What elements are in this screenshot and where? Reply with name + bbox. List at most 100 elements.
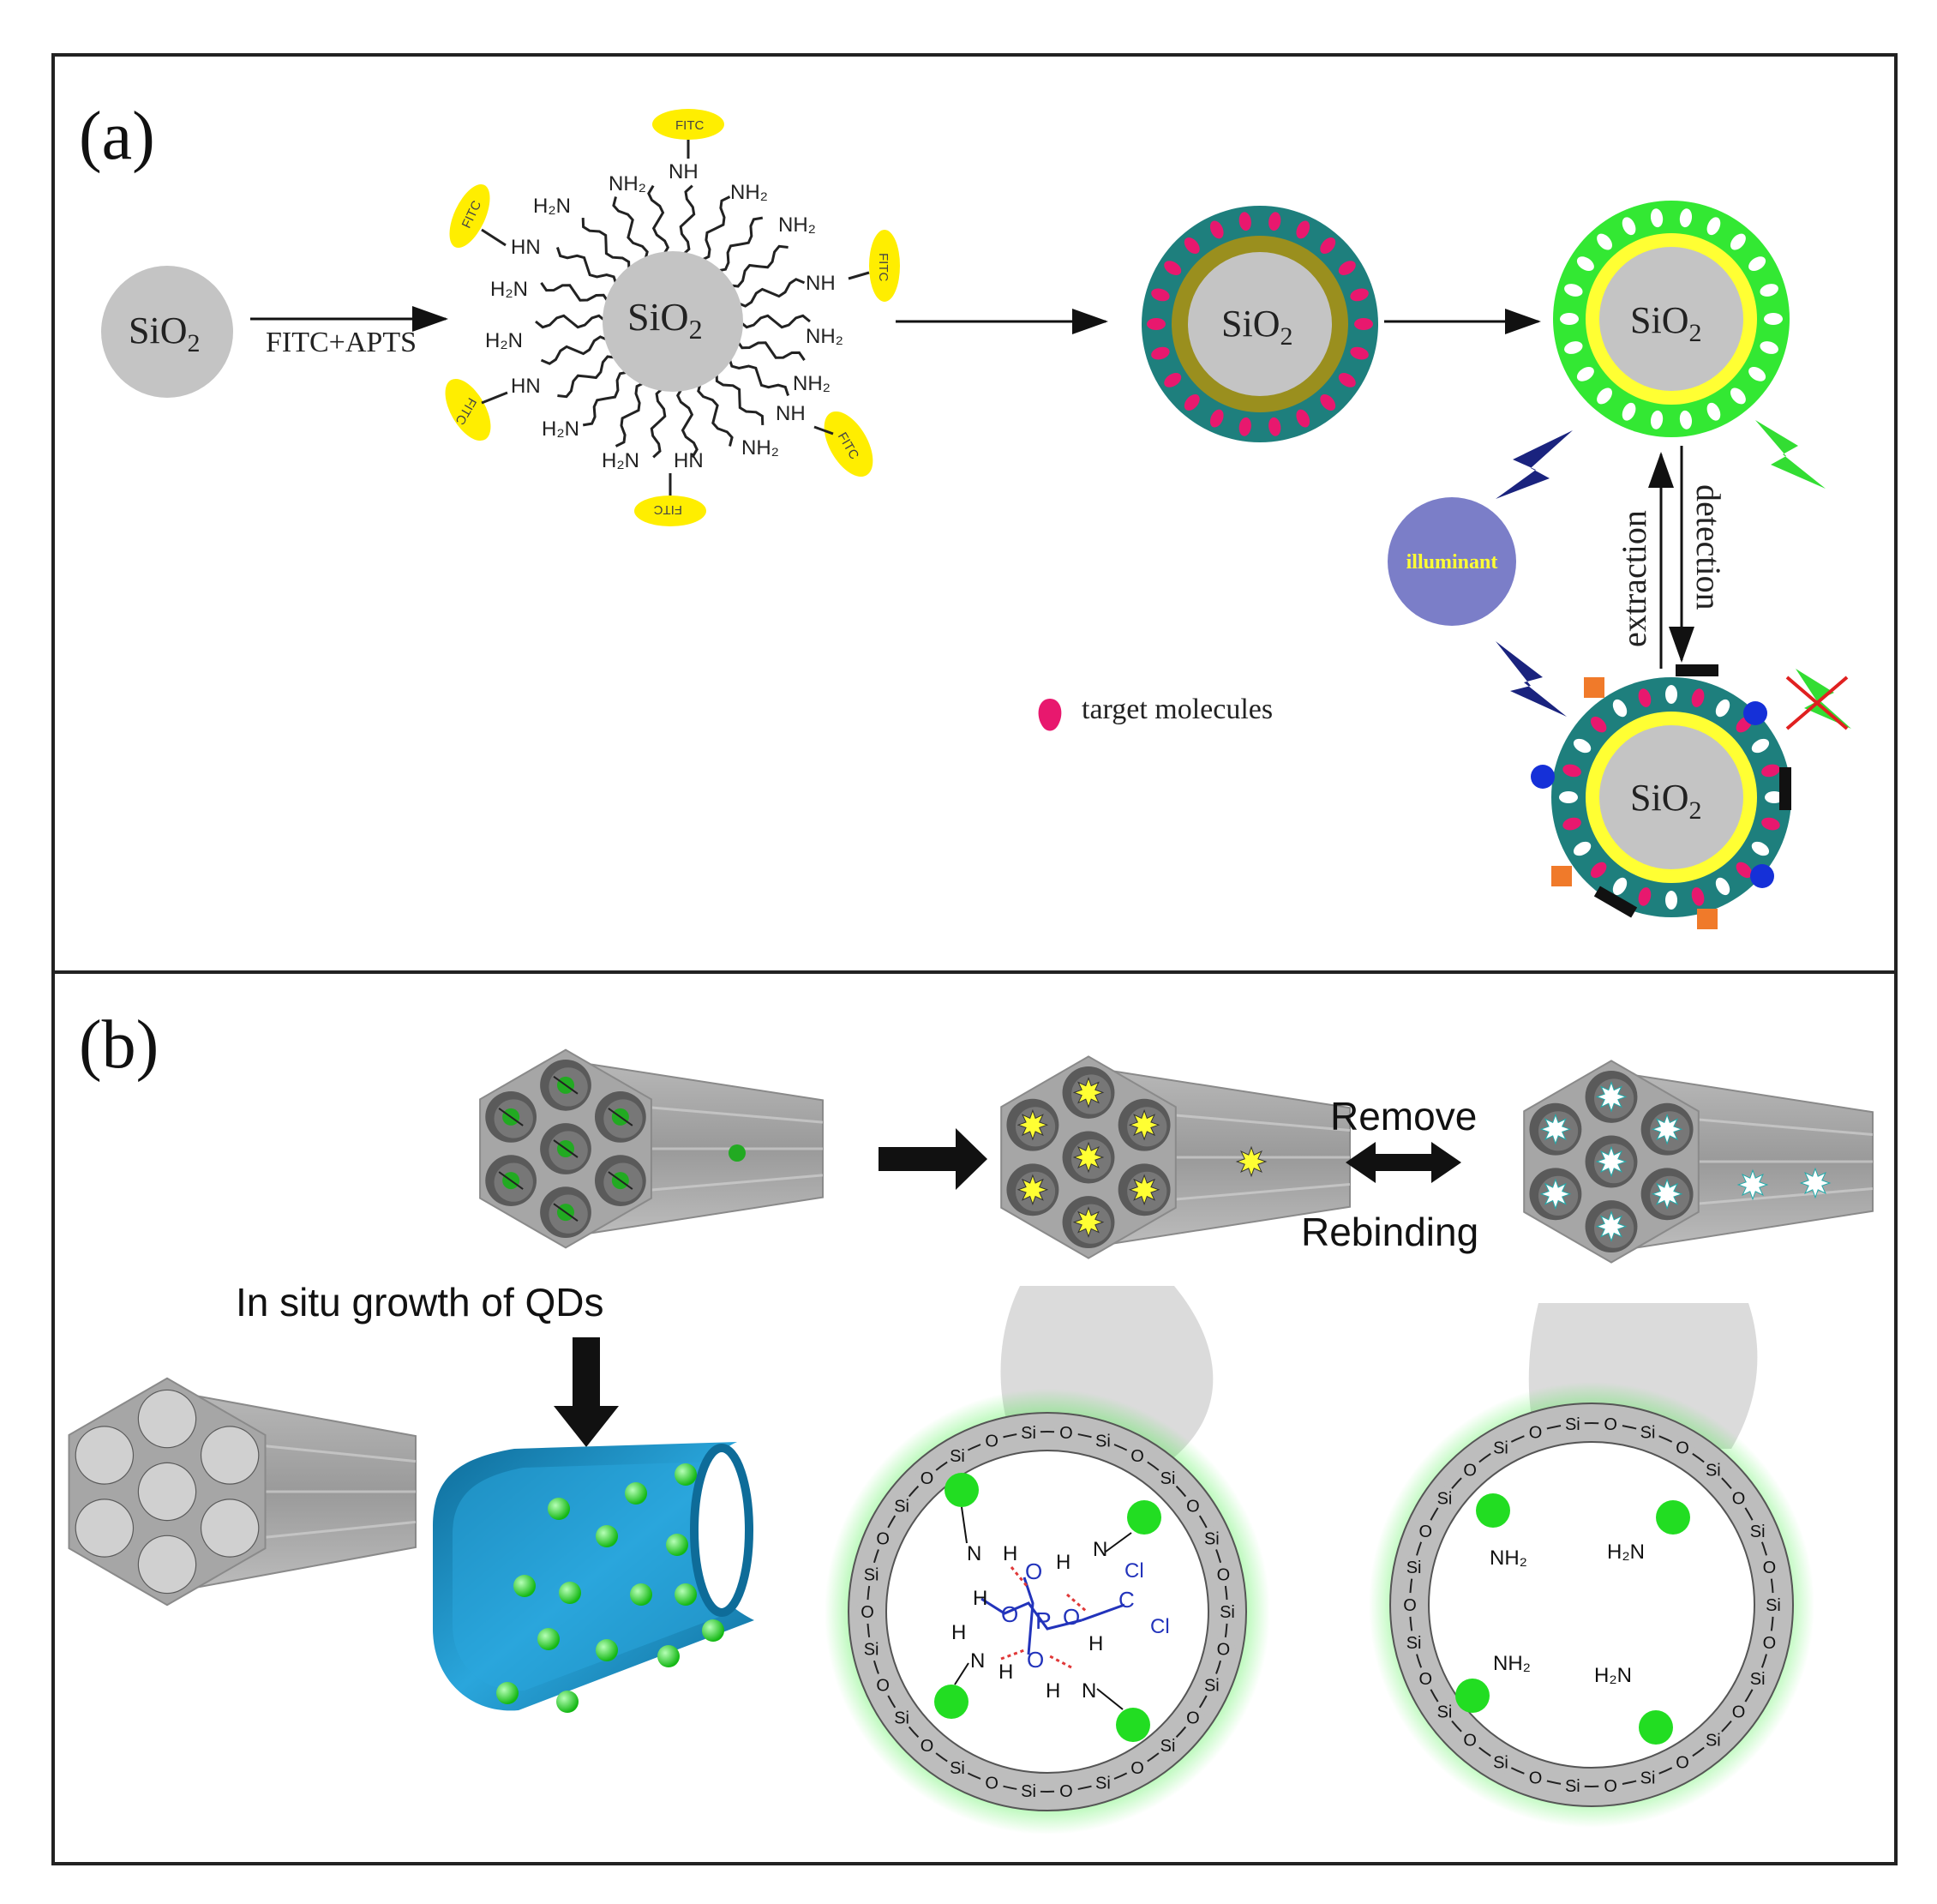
mesoporous-rod-removed: [1523, 1060, 1874, 1264]
atom-h: H: [1046, 1679, 1060, 1703]
atom-o: O: [1217, 1641, 1231, 1660]
atom-n: N: [967, 1542, 981, 1565]
qd-star: [1235, 1145, 1268, 1178]
binding-site-chemistry: [934, 1473, 1161, 1742]
target-molecule: [1338, 261, 1356, 275]
imprinted-cavity: [1612, 699, 1628, 718]
atom-o: O: [1676, 1754, 1689, 1773]
atom-bg: [1560, 1773, 1585, 1798]
target-molecule: [1296, 220, 1310, 239]
atom-bg: [980, 1428, 1004, 1453]
atom-o: O: [1763, 1559, 1777, 1577]
imprinted-cavity: [1650, 410, 1664, 429]
panel-a-label: (a): [79, 99, 155, 174]
svg-text:FITC: FITC: [675, 118, 704, 133]
atom-si: Si: [864, 1641, 879, 1660]
atom-bg: [1215, 1600, 1239, 1624]
target-molecule: [1562, 764, 1581, 778]
imprinted-cavity: [1751, 841, 1770, 856]
alkyl-chain: [535, 314, 607, 329]
detection-label: detection: [1689, 484, 1728, 610]
atom-bg: [1432, 1486, 1457, 1511]
atom-bg: [1458, 1457, 1483, 1482]
qd-ligand: [553, 1076, 579, 1095]
atom-bg: [1413, 1667, 1438, 1691]
qd-star: [1651, 1178, 1683, 1210]
illuminant-circle: [1388, 497, 1516, 626]
atom-bg: [1180, 1493, 1205, 1518]
alkyl-chain: [715, 371, 765, 425]
quantum-dot: [666, 1534, 688, 1556]
atom-si: Si: [894, 1498, 909, 1517]
atom-bg: [1199, 1526, 1224, 1551]
atom-bg: [1598, 1412, 1623, 1437]
rebinding-label: Rebinding: [1301, 1210, 1478, 1254]
atom-bg: [1398, 1593, 1422, 1617]
atom-bg: [1560, 1412, 1585, 1437]
atom-bg: [1155, 1465, 1180, 1490]
atom-bg: [1211, 1562, 1236, 1587]
atom-p: P: [1035, 1607, 1052, 1634]
template-removed-particle: [1553, 201, 1790, 437]
cavity-interior-imprinted: [885, 1450, 1209, 1774]
fitc-tag: FITC: [848, 230, 900, 302]
atom-o: O: [1529, 1769, 1543, 1788]
atom-si: Si: [1160, 1737, 1176, 1756]
atom-o: O: [1732, 1489, 1746, 1508]
ligand-nh2: NH₂: [778, 213, 816, 237]
sio2-bare-particle: [101, 266, 233, 398]
pore-lining: [138, 1535, 196, 1593]
atom-o: O: [1676, 1439, 1689, 1457]
atom-si: Si: [1706, 1732, 1721, 1751]
ligand-hn: HN: [511, 375, 541, 398]
target-molecule: [1151, 288, 1170, 302]
imprinted-cavity: [1706, 217, 1721, 236]
atom-bg: [1489, 1435, 1513, 1460]
atom-bg: [1401, 1554, 1426, 1579]
atom-n: N: [1093, 1538, 1107, 1561]
atom-o: O: [1025, 1559, 1042, 1584]
fitc-tag: FITC: [445, 378, 508, 441]
atom-bg: [1199, 1673, 1224, 1697]
qd-star: [1016, 1108, 1049, 1141]
imprinted-cavity: [1560, 313, 1579, 325]
alkyl-chain: [612, 196, 649, 261]
atom-o: O: [1529, 1423, 1543, 1442]
target-molecule: [1320, 393, 1336, 411]
interferent-bar: [1676, 664, 1718, 676]
atom-bg: [1090, 1770, 1115, 1795]
quantum-dot: [513, 1575, 536, 1597]
atom-c: C: [1118, 1587, 1135, 1613]
atom-h: H: [998, 1661, 1013, 1684]
imprinted-particle: [1142, 206, 1378, 442]
quantum-dot: [702, 1619, 724, 1642]
atom-bg: [1745, 1518, 1770, 1543]
atom-o: O: [1001, 1601, 1018, 1627]
target-molecule: [1147, 318, 1166, 330]
sio2-core: [603, 251, 743, 392]
imprinted-cavity: [1576, 256, 1594, 272]
target-molecule: [1350, 346, 1369, 360]
atom-si: Si: [1095, 1775, 1111, 1793]
sio2-removed-label: SiO2: [1630, 299, 1701, 347]
imprinted-cavity: [1730, 233, 1746, 250]
interferent-dot: [1531, 765, 1555, 789]
imprinted-cavity: [1622, 402, 1636, 421]
atom-si: Si: [1220, 1603, 1235, 1622]
illuminant-label: illuminant: [1406, 551, 1498, 574]
target-molecule: [1238, 212, 1251, 231]
atom-bg: [1125, 1444, 1149, 1469]
imprinted-cavity: [1597, 387, 1613, 405]
amine-label: H₂N: [1607, 1541, 1645, 1564]
amine-label: NH₂: [1490, 1547, 1527, 1570]
atom-si: Si: [1493, 1754, 1508, 1773]
atom-si: Si: [1021, 1424, 1036, 1443]
fitc-tag: FITC: [449, 183, 507, 249]
atom-si: Si: [1406, 1634, 1422, 1653]
atom-bg: [871, 1673, 896, 1697]
quantum-dot: [675, 1583, 697, 1606]
atom-bg: [1053, 1420, 1078, 1445]
qd-star: [1595, 1081, 1628, 1113]
ligand-nh: NH: [806, 272, 836, 295]
pore-lining: [138, 1463, 196, 1521]
